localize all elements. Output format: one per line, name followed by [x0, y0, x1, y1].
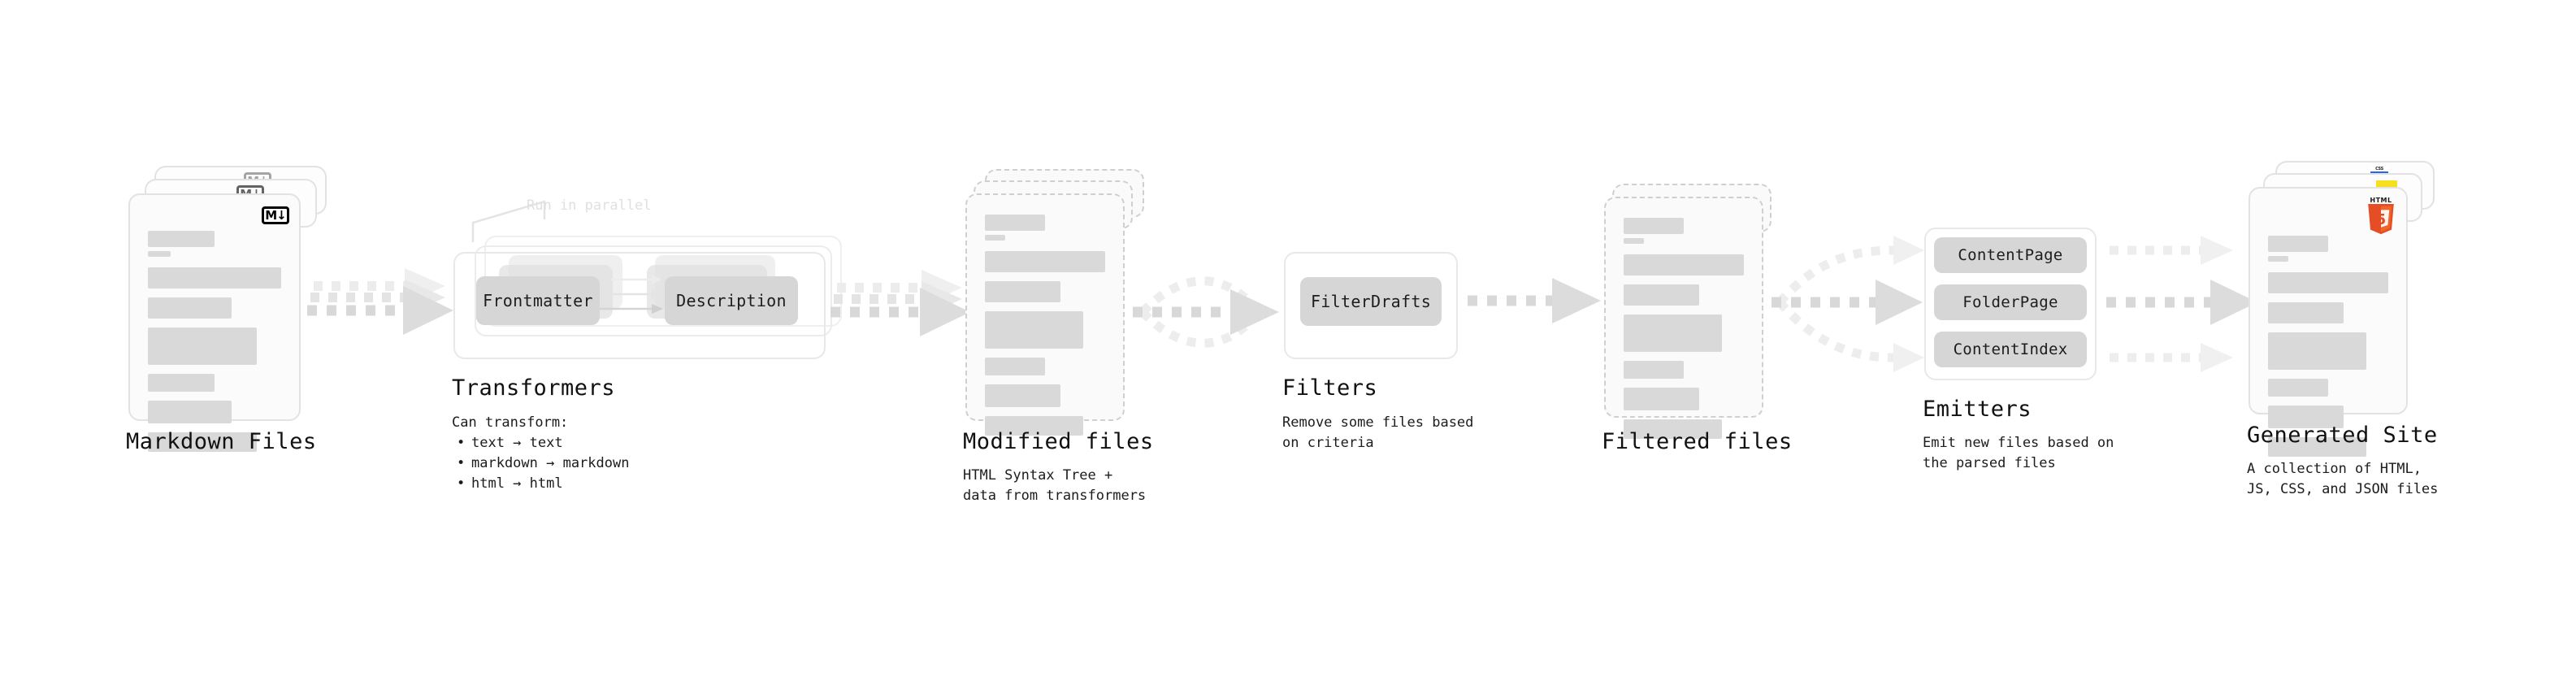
content-bar — [1624, 238, 1645, 244]
transformer-chip-frontmatter[interactable]: Frontmatter — [476, 276, 600, 325]
transformer-group-box-back-1 — [475, 245, 832, 336]
transformer-inner-arrows — [600, 273, 684, 328]
emitter-chip-contentindex[interactable]: ContentIndex — [1934, 332, 2087, 367]
content-bar — [2268, 256, 2289, 262]
modified-doc-bars — [985, 215, 1105, 436]
site-doc-front: HTML 5 — [2249, 187, 2408, 457]
arrow-filtered-to-emitters — [1772, 236, 1934, 390]
content-bar — [1624, 388, 1700, 410]
site-doc-bars — [2268, 236, 2388, 457]
content-bar — [1624, 314, 1723, 352]
content-bar — [2268, 236, 2328, 252]
filters-subtitle: Remove some files based on criteria — [1282, 414, 1474, 451]
emitter-chip-folderpage[interactable]: FolderPage — [1934, 284, 2087, 320]
markdown-doc-bars — [148, 231, 281, 452]
emitter-chip-contentpage[interactable]: ContentPage — [1934, 237, 2087, 273]
filters-group-box — [1284, 252, 1458, 359]
content-bar — [148, 231, 215, 247]
content-bar — [985, 311, 1084, 349]
emitters-title: Emitters — [1923, 397, 2032, 422]
arrow-emitters-to-site — [2106, 236, 2269, 390]
modified-files-subtitle: HTML Syntax Tree + data from transformer… — [963, 467, 1147, 504]
list-item: markdown → markdown — [452, 453, 629, 474]
content-bar — [148, 374, 215, 392]
content-bar — [985, 358, 1045, 375]
markdown-logo-icon: M↓ — [262, 206, 289, 224]
content-bar — [985, 235, 1006, 241]
transformers-title: Transformers — [452, 375, 616, 401]
content-bar — [985, 251, 1105, 272]
content-bar — [985, 416, 1084, 436]
content-bar — [1624, 218, 1684, 234]
content-bar — [2268, 437, 2367, 457]
transformer-group-box-front — [453, 252, 826, 359]
content-bar — [2268, 379, 2328, 397]
content-bar — [148, 432, 258, 452]
run-in-parallel-label: Run in parallel — [527, 197, 652, 214]
content-bar — [148, 251, 171, 257]
content-bar — [985, 281, 1061, 302]
parallel-bracket — [471, 195, 577, 244]
markdown-files-title: Markdown Files — [126, 429, 317, 454]
generated-site-subtitle: A collection of HTML, JS, CSS, and JSON … — [2247, 461, 2439, 497]
transformer-chip-description[interactable]: Description — [665, 276, 798, 325]
content-bar — [1624, 361, 1684, 379]
emitters-subtitle: Emit new files based on the parsed files — [1923, 435, 2114, 471]
modified-doc-front — [965, 193, 1125, 436]
content-bar — [2268, 332, 2367, 370]
content-bar — [148, 327, 258, 365]
modified-files-title: Modified files — [963, 429, 1154, 454]
html5-logo-icon: HTML 5 — [2366, 197, 2396, 236]
content-bar — [1624, 419, 1723, 439]
filtered-files-title: Filtered files — [1602, 429, 1793, 454]
filtered-doc-front — [1604, 197, 1763, 439]
arrow-markdown-to-transformers — [307, 268, 462, 358]
generated-site-title: Generated Site — [2247, 423, 2438, 448]
filters-title: Filters — [1282, 375, 1378, 401]
arrow-filters-to-filtered — [1468, 278, 1614, 323]
content-bar — [2268, 406, 2344, 428]
css-logo-underline — [2370, 171, 2388, 174]
arrow-transformers-to-modified — [830, 270, 985, 359]
content-bar — [985, 215, 1045, 231]
filter-chip-filterdrafts[interactable]: FilterDrafts — [1300, 277, 1442, 326]
transformers-subtitle: Can transform: — [452, 414, 569, 431]
list-item: text → text — [452, 433, 629, 453]
content-bar — [148, 267, 281, 288]
content-bar — [148, 297, 232, 319]
emitters-group-box — [1924, 228, 2097, 380]
content-bar — [1624, 284, 1700, 306]
arrow-modified-to-filters — [1133, 258, 1295, 364]
markdown-doc-front: M↓ — [128, 193, 301, 452]
svg-text:5: 5 — [2376, 212, 2386, 228]
transformers-bullet-list: text → text markdown → markdown html → h… — [452, 433, 629, 494]
content-bar — [985, 384, 1061, 407]
list-item: html → html — [452, 474, 629, 494]
content-bar — [148, 401, 232, 423]
content-bar — [1624, 254, 1744, 275]
content-bar — [2268, 272, 2388, 293]
filtered-doc-bars — [1624, 218, 1744, 439]
css-logo-label: CSS — [2375, 167, 2383, 171]
html5-logo-label: HTML — [2370, 197, 2392, 204]
css-logo-icon: CSS — [2370, 167, 2388, 176]
content-bar — [2268, 302, 2344, 323]
